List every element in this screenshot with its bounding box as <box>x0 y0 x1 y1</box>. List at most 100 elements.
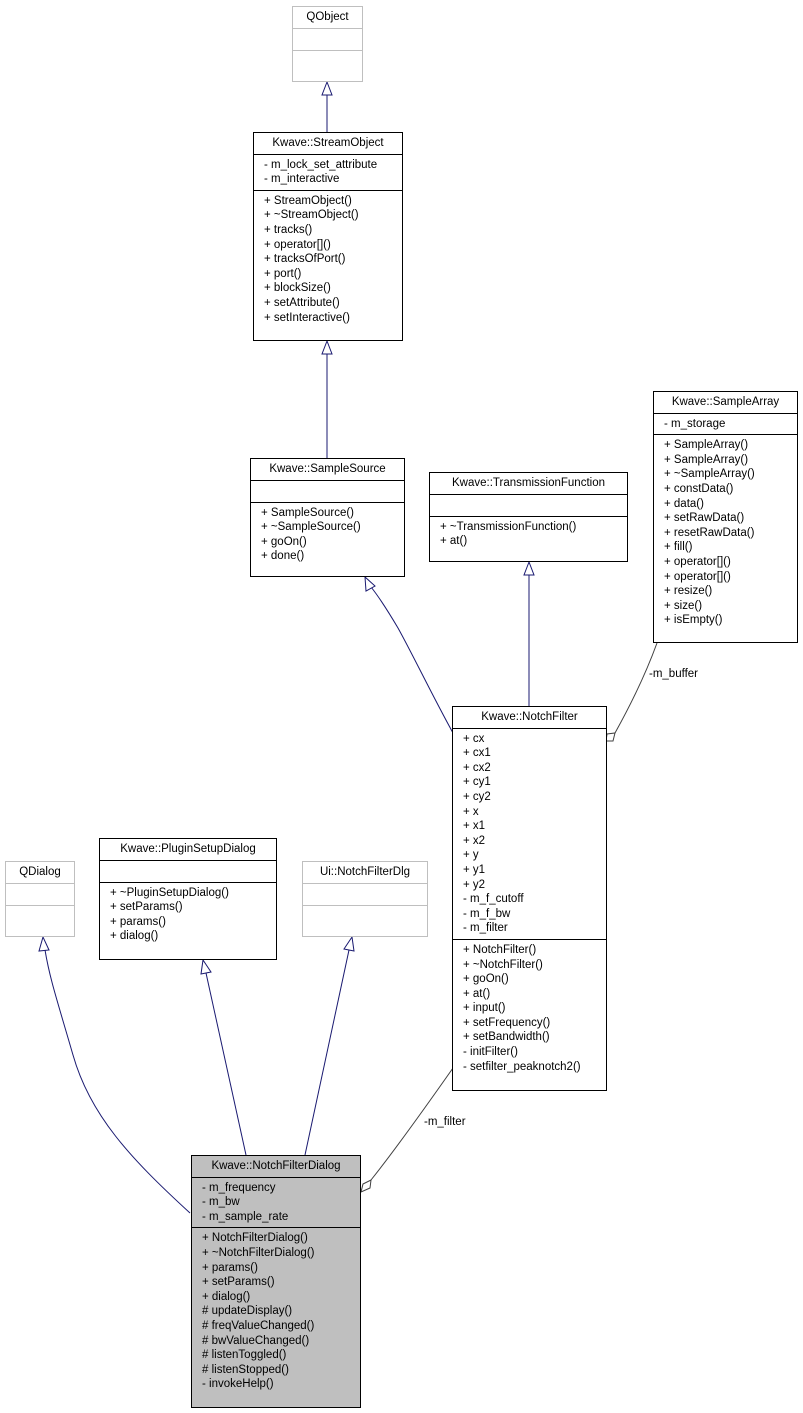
member-line: + dialog() <box>202 1290 251 1303</box>
edge-notchfilterdialog-to-pluginsetupdialog <box>205 972 247 1156</box>
member-line: + cy2 <box>463 790 491 803</box>
arrowhead-pluginsetupdialog <box>200 958 212 975</box>
member-line: + setRawData() <box>664 512 745 525</box>
class-name: Kwave::SampleSource <box>269 463 386 475</box>
member-line: + tracks() <box>264 223 313 236</box>
class-name: QObject <box>306 11 349 23</box>
attributes-section: - m_lock_set_attribute- m_interactive <box>254 153 402 190</box>
member-line: + ~StreamObject() <box>264 209 359 222</box>
member-line: + size() <box>664 599 703 612</box>
class-notch-filter-dlg[interactable]: Ui::NotchFilterDlg <box>302 861 428 937</box>
attributes-section: - m_storage <box>654 412 797 435</box>
member-line: + goOn() <box>463 973 509 986</box>
member-line: + operator[]() <box>264 238 331 251</box>
member-line: # listenStopped() <box>202 1363 289 1376</box>
methods-section: + SampleArray()+ SampleArray()+ ~SampleA… <box>654 434 797 631</box>
member-line: + resize() <box>664 585 713 598</box>
member-line: + y <box>463 849 479 862</box>
class-stream-object[interactable]: Kwave::StreamObject - m_lock_set_attribu… <box>253 132 403 341</box>
attributes-section <box>100 859 276 882</box>
member-line: + params() <box>110 915 166 928</box>
methods-section <box>293 49 362 72</box>
member-line: + setInteractive() <box>264 311 350 324</box>
member-line: # updateDisplay() <box>202 1305 293 1318</box>
member-line: + done() <box>261 550 305 563</box>
member-line: - invokeHelp() <box>202 1378 274 1391</box>
class-qobject[interactable]: QObject <box>292 6 363 82</box>
member-line: - m_sample_rate <box>202 1210 289 1223</box>
member-line: + dialog() <box>110 930 159 943</box>
class-transmission-function[interactable]: Kwave::TransmissionFunction + ~Transmiss… <box>429 472 628 562</box>
class-plugin-setup-dialog[interactable]: Kwave::PluginSetupDialog + ~PluginSetupD… <box>99 838 277 960</box>
class-sample-array[interactable]: Kwave::SampleArray - m_storage + SampleA… <box>653 391 798 643</box>
class-sample-source[interactable]: Kwave::SampleSource + SampleSource()+ ~S… <box>250 458 405 577</box>
member-line: + input() <box>463 1002 506 1015</box>
member-line: + ~NotchFilter() <box>463 958 543 971</box>
class-name: Kwave::NotchFilter <box>481 711 578 723</box>
member-line: + operator[]() <box>664 570 731 583</box>
member-line: + y2 <box>463 878 486 891</box>
class-name: Kwave::SampleArray <box>671 396 780 408</box>
member-line: + setParams() <box>202 1276 275 1289</box>
member-line: + resetRawData() <box>664 526 755 539</box>
member-line: + params() <box>202 1261 258 1274</box>
methods-section: + ~PluginSetupDialog()+ setParams()+ par… <box>100 881 276 947</box>
member-line: + ~TransmissionFunction() <box>440 520 577 533</box>
member-line: + NotchFilterDialog() <box>202 1232 308 1245</box>
methods-section: + SampleSource() + ~SampleSource()+ goOn(… <box>251 501 404 567</box>
edge-notchfilterdialog-to-notchfilterdlg <box>304 949 350 1156</box>
member-line: + port() <box>264 267 302 280</box>
edge-label-m-buffer: -m_buffer <box>649 668 699 680</box>
aggregation-diamond-buffer <box>605 732 616 742</box>
member-line: # listenToggled() <box>202 1349 287 1362</box>
methods-section: + NotchFilter()+ ~NotchFilter()+ goOn()+… <box>453 938 606 1077</box>
member-line: + SampleArray() <box>664 453 749 466</box>
member-line: + goOn() <box>261 535 307 548</box>
attributes-section <box>303 882 427 905</box>
member-line: + tracksOfPort() <box>264 253 346 266</box>
member-line: - m_f_cutoff <box>463 893 524 906</box>
class-notch-filter[interactable]: Kwave::NotchFilter + cx+ cx1+ cx2+ cy1+ … <box>452 706 607 1091</box>
arrowhead-qobject <box>321 80 333 96</box>
class-name: Kwave::NotchFilterDialog <box>211 1160 341 1172</box>
member-line: + ~SampleArray() <box>664 468 755 481</box>
member-line: - setfilter_peaknotch2() <box>463 1060 581 1073</box>
class-name: Kwave::PluginSetupDialog <box>120 843 256 855</box>
member-line: + SampleSource() <box>261 506 354 519</box>
methods-section: + ~TransmissionFunction()+ at() <box>430 515 627 552</box>
member-line: - m_frequency <box>202 1181 276 1194</box>
member-line: + isEmpty() <box>664 614 723 627</box>
member-line: + cx <box>463 732 485 745</box>
member-line: + blockSize() <box>264 282 331 295</box>
member-line: - m_interactive <box>264 173 340 186</box>
member-line: - m_f_bw <box>463 907 511 920</box>
member-line: + constData() <box>664 482 734 495</box>
member-line: + setFrequency() <box>463 1016 551 1029</box>
methods-section: + StreamObject()+ ~StreamObject()+ track… <box>254 189 402 328</box>
methods-section <box>6 904 74 927</box>
class-name: Kwave::StreamObject <box>272 137 384 149</box>
member-line: + setBandwidth() <box>463 1031 550 1044</box>
member-line: # bwValueChanged() <box>202 1334 310 1347</box>
edge-notchfilterdialog-to-qdialog <box>44 949 191 1214</box>
member-line: - m_storage <box>664 417 726 430</box>
aggregation-diamond-filter <box>360 1179 372 1193</box>
member-line: + setAttribute() <box>264 296 340 309</box>
class-qdialog[interactable]: QDialog <box>5 861 75 937</box>
member-line: + operator[]() <box>664 555 731 568</box>
member-line: + x <box>463 805 479 818</box>
class-name: QDialog <box>19 866 61 878</box>
arrowhead-transmissionfunction <box>523 560 535 576</box>
class-notch-filter-dialog[interactable]: Kwave::NotchFilterDialog - m_frequency- … <box>191 1155 361 1408</box>
member-line: + ~SampleSource() <box>261 521 361 534</box>
member-line: + at() <box>463 987 491 1000</box>
member-line: + cx1 <box>463 747 491 760</box>
attributes-section: + cx+ cx1+ cx2+ cy1+ cy2+ x+ x1+ x2+ y+ … <box>453 727 606 939</box>
member-line: + NotchFilter() <box>463 943 537 956</box>
edge-notchfilter-samplearray <box>614 642 658 734</box>
arrowhead-streamobject <box>321 339 333 355</box>
attributes-section: - m_frequency- m_bw- m_sample_rate <box>192 1176 360 1228</box>
arrowhead-qdialog <box>38 935 50 952</box>
attributes-section <box>251 479 404 502</box>
